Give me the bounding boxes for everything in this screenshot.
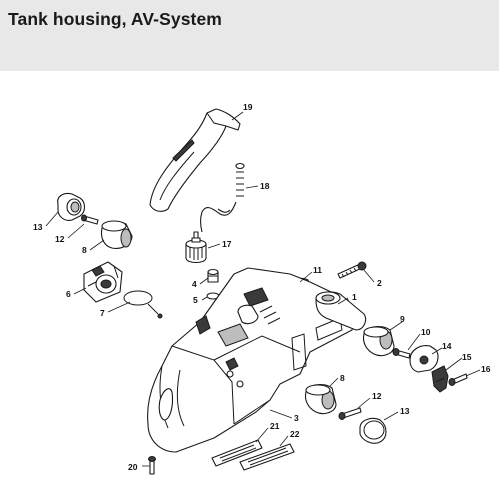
callout-19: 19 <box>243 102 253 112</box>
part-fitting-4 <box>207 268 219 283</box>
callout-16: 16 <box>481 364 491 374</box>
callout-4: 4 <box>192 279 197 289</box>
part-handle <box>149 108 241 212</box>
part-screw-bottom <box>338 407 362 420</box>
part-plate-21 <box>211 439 263 467</box>
part-cover-14 <box>409 345 439 373</box>
part-buffer-9 <box>362 325 395 357</box>
callout-8-top: 8 <box>82 245 87 255</box>
callout-18: 18 <box>260 181 270 191</box>
callout-1: 1 <box>352 292 357 302</box>
callout-5: 5 <box>193 295 198 305</box>
callout-labels: 19 18 17 13 12 8 11 2 4 5 6 7 1 9 10 14 … <box>33 102 491 472</box>
part-clamp-15 <box>431 365 449 393</box>
callout-11: 11 <box>313 265 322 275</box>
callout-2: 2 <box>377 278 382 288</box>
callout-22: 22 <box>290 429 300 439</box>
part-screw-16 <box>448 373 468 386</box>
part-cap-top <box>57 192 86 221</box>
part-gasket-7 <box>123 290 163 319</box>
callout-13-top: 13 <box>33 222 43 232</box>
callout-17: 17 <box>222 239 232 249</box>
part-screw-top <box>81 214 99 225</box>
part-screw-10 <box>392 348 411 359</box>
callout-14: 14 <box>442 341 452 351</box>
part-tank-housing <box>147 267 357 453</box>
part-fuel-hose <box>199 162 245 233</box>
page-title: Tank housing, AV-System <box>8 9 222 29</box>
leader-lines <box>45 111 481 467</box>
callout-12-bottom: 12 <box>372 391 382 401</box>
callout-10: 10 <box>421 327 431 337</box>
callout-15: 15 <box>462 352 472 362</box>
callout-8-bottom: 8 <box>340 373 345 383</box>
callout-7: 7 <box>100 308 105 318</box>
part-fuel-filter <box>185 231 207 264</box>
callout-9: 9 <box>400 314 405 324</box>
part-plate-22 <box>239 443 295 471</box>
callout-3: 3 <box>294 413 299 423</box>
title-bar: Tank housing, AV-System <box>0 0 499 71</box>
callout-13-bottom: 13 <box>400 406 410 416</box>
part-av-arm-1 <box>315 291 367 331</box>
callout-6: 6 <box>66 289 71 299</box>
part-buffer-bottom <box>304 383 337 415</box>
part-valve-6 <box>83 261 123 303</box>
part-screw-20 <box>148 456 156 475</box>
callout-12-top: 12 <box>55 234 65 244</box>
callout-20: 20 <box>128 462 138 472</box>
callout-21: 21 <box>270 421 280 431</box>
part-buffer-top <box>100 220 133 249</box>
part-bolt-2 <box>337 261 367 279</box>
part-cap-bottom <box>359 417 387 444</box>
